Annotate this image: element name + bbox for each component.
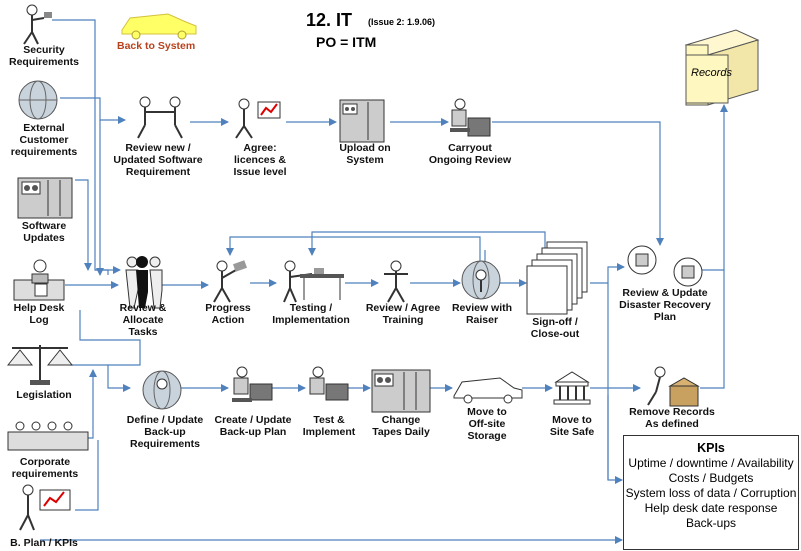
page-title: 12. IT (306, 10, 353, 30)
training-person-icon (384, 260, 408, 303)
raiser-globe-icon (461, 260, 501, 300)
step-agree: Agree: licences & Issue level (233, 142, 287, 178)
input-legislation: Legislation (16, 389, 72, 401)
backup-globe-icon (142, 370, 182, 410)
step-signoff: Sign-off / Close-out (530, 316, 580, 340)
records-label: Records (691, 67, 732, 79)
desk-computer-icon (232, 366, 273, 402)
step-raiser: Review with Raiser (451, 302, 513, 326)
kpi-item: Back-ups (685, 516, 737, 530)
step-create-backup: Create / Update Back-up Plan (214, 414, 292, 438)
step-sitesafe: Move to Site Safe (549, 414, 595, 438)
progress-person-icon (213, 260, 248, 303)
input-external: External Customer requirements (10, 122, 78, 158)
kpis-title: KPIs (697, 441, 725, 455)
input-corporate: Corporate requirements (11, 456, 79, 480)
step-define-backup: Define / Update Back-up Requirements (126, 414, 204, 450)
server-icon (17, 177, 73, 219)
kpis-box: KPIs Uptime / downtime / Availability Co… (623, 435, 799, 550)
globe-icon (18, 80, 58, 120)
review-desk-icon (450, 98, 491, 137)
documents-stack-icon (526, 241, 588, 315)
input-security: Security Requirements (8, 44, 80, 68)
scales-icon (6, 345, 74, 385)
tape-drive-icon (371, 369, 431, 413)
phones-icon (627, 245, 703, 287)
kpi-item: System loss of data / Corruption (625, 486, 797, 500)
flow-connectors (40, 19, 728, 544)
bank-building-icon (553, 371, 591, 405)
input-bplan: B. Plan / KPIs (10, 537, 78, 549)
back-to-system-link[interactable]: Back to System (117, 40, 196, 52)
security-person-icon (23, 4, 52, 45)
records-cabinet-icon (684, 29, 760, 106)
upload-server-icon (339, 99, 385, 143)
handshake-icon (137, 96, 183, 139)
step-drp: Review & Update Disaster Recovery Plan (619, 287, 711, 323)
input-helpdesk: Help Desk Log (13, 302, 65, 326)
step-review-new: Review new / Updated Software Requiremen… (113, 142, 203, 178)
agree-chart-icon (235, 98, 281, 139)
step-change-tapes: Change Tapes Daily (372, 414, 430, 438)
input-software: Software Updates (21, 220, 67, 244)
back-car-icon[interactable] (121, 13, 197, 40)
remove-box-icon (647, 366, 700, 407)
kpi-item: Uptime / downtime / Availability (628, 456, 794, 470)
step-testing: Testing / Implementation (272, 302, 350, 326)
step-carryout: Carryout Ongoing Review (428, 142, 512, 166)
step-upload: Upload on System (339, 142, 391, 166)
step-review-allocate: Review & Allocate Tasks (119, 302, 167, 338)
step-progress: Progress Action (205, 302, 251, 326)
team-group-icon (125, 256, 163, 309)
issue-label: (Issue 2: 1.9.06) (368, 17, 436, 27)
car-icon (453, 377, 523, 404)
boardroom-icon (7, 421, 89, 451)
step-remove-records: Remove Records As defined (629, 406, 715, 430)
bplan-presenter-icon (19, 484, 71, 531)
step-training: Review / Agree Training (365, 302, 441, 326)
kpi-item: Costs / Budgets (668, 471, 754, 485)
step-test-implement: Test & Implement (302, 414, 356, 438)
test-desk-icon (309, 366, 349, 401)
testing-bench-icon (283, 260, 344, 303)
kpi-item: Help desk date response (644, 501, 778, 515)
step-offsite: Move to Off-site Storage (467, 406, 507, 442)
po-label: PO = ITM (316, 34, 377, 50)
helpdesk-icon (13, 259, 65, 301)
